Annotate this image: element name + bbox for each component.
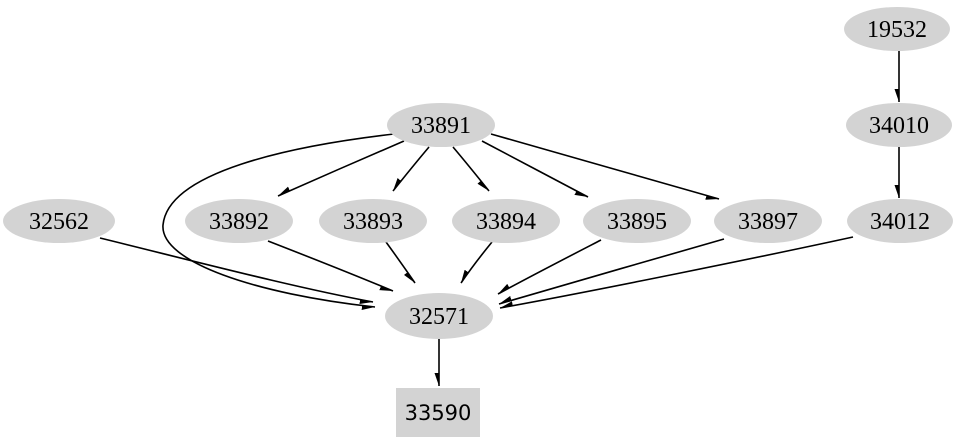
node-33590-shape [396,388,480,437]
node-33895-label: 33895 [607,209,667,235]
node-33590-label: 33590 [405,401,472,425]
node-33893: 33893 [319,199,427,243]
edge-33894-32571 [460,241,493,284]
node-33894-shape [452,199,560,243]
edge-layer [99,51,900,386]
node-34012-label: 34012 [870,209,930,235]
node-33892-shape [185,199,293,243]
edge-33892-32571 [267,240,394,292]
edge-33897-32571 [498,238,725,305]
edge-33895-32571 [497,239,602,295]
node-32571-shape [385,293,493,339]
node-33891-label: 33891 [411,113,471,139]
node-33590: 33590 [396,388,480,437]
node-19532-shape [844,7,950,51]
node-19532-label: 19532 [867,17,927,43]
node-33892-label: 33892 [209,209,269,235]
node-33894-label: 33894 [476,209,536,235]
node-33895-shape [583,199,691,243]
node-34012: 34012 [847,199,953,243]
node-34012-shape [847,199,953,243]
node-19532: 19532 [844,7,950,51]
node-33895: 33895 [583,199,691,243]
node-33891: 33891 [387,103,495,147]
node-33897-label: 33897 [738,209,798,235]
node-32571-label: 32571 [409,304,469,330]
edge-34012-32571 [499,236,854,309]
node-32571: 32571 [385,293,493,339]
node-32562-shape [3,199,115,243]
node-32562: 32562 [3,199,115,243]
edge-32562-32571 [99,237,374,302]
node-34010-label: 34010 [869,113,929,139]
node-layer: 19532 34010 34012 33891 32562 33892 [3,7,953,437]
node-33891-shape [387,103,495,147]
node-34010-shape [846,103,952,147]
node-32562-label: 32562 [29,209,89,235]
node-33897: 33897 [714,199,822,243]
node-33892: 33892 [185,199,293,243]
edge-33893-32571 [385,241,416,284]
edge-33891-33894 [452,146,490,192]
edge-33891-32571 [162,133,395,307]
edge-33891-33892 [277,140,405,197]
node-33893-label: 33893 [343,209,403,235]
node-33893-shape [319,199,427,243]
edge-33891-33897 [490,133,720,199]
node-33897-shape [714,199,822,243]
edge-33891-33893 [392,146,430,192]
node-34010: 34010 [846,103,952,147]
node-33894: 33894 [452,199,560,243]
edge-33891-33895 [481,140,589,198]
